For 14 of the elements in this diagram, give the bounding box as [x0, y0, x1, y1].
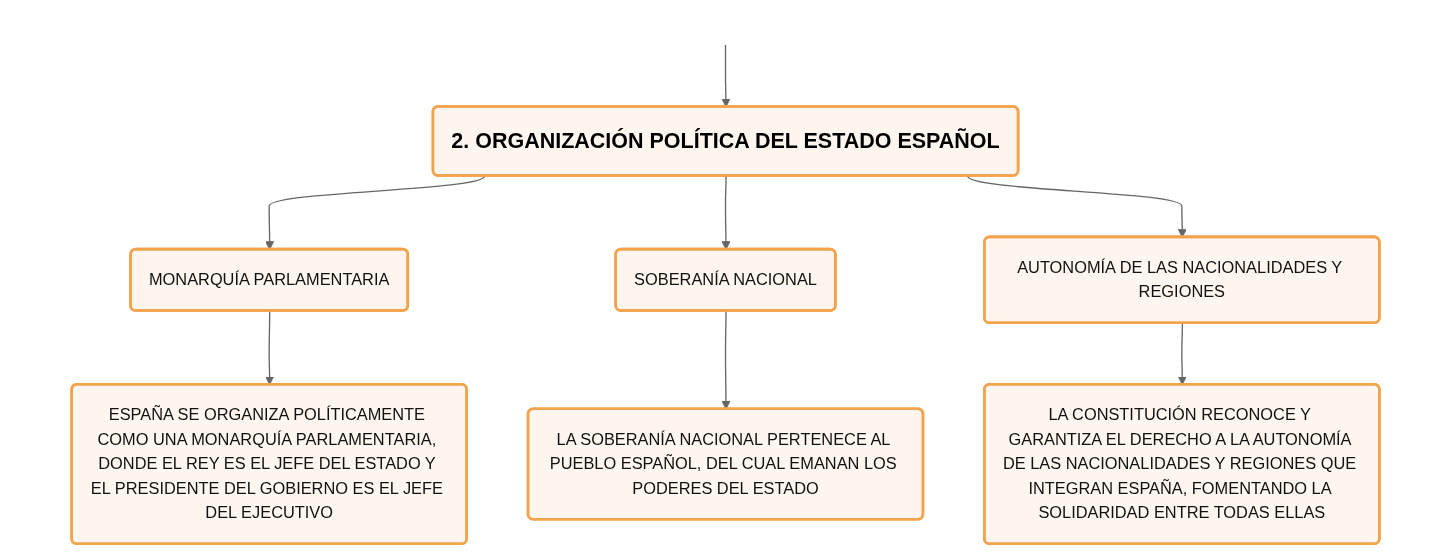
concept-text: SOBERANÍA NACIONAL [634, 269, 817, 290]
concept-text: AUTONOMÍA DE LAS NACIONALIDADES Y REGIONES [1016, 257, 1343, 303]
concept-text: MONARQUÍA PARLAMENTARIA [148, 269, 390, 290]
concept-box [526, 407, 925, 521]
concept-text: LA CONSTITUCIÓN RECONOCE Y GARANTIZA EL DERECHO A LA AUTONOMÍA DE LAS NACIONALIDADES Y REGIONES QUE INTEGRAN ESPAÑA, FOMENTANDO LA SOLIDARIDAD ENTRE TODAS ELLAS [1002, 404, 1358, 524]
concept-box [70, 382, 468, 546]
concept-text: LA SOBERANÍA NACIONAL PERTENECE AL PUEBLO ESPAÑOL, DEL CUAL EMANAN LOS PODERES DEL ESTADO [548, 429, 898, 499]
title-box [431, 105, 1020, 177]
concept-box [614, 247, 837, 312]
concept-box [983, 235, 1381, 325]
concept-text: ESPAÑA SE ORGANIZA POLÍTICAMENTE COMO UNA MONARQUÍA PARLAMENTARIA, DONDE EL REY ES EL JEFE DEL ESTADO Y EL PRESIDENTE DEL GOBIERNO ES EL JEFE DEL EJECUTIVO [90, 404, 444, 524]
concept-box [129, 247, 410, 312]
title-text: 2. ORGANIZACIÓN POLÍTICA DEL ESTADO ESPAÑOL [451, 128, 1000, 153]
concept-box [983, 382, 1381, 546]
